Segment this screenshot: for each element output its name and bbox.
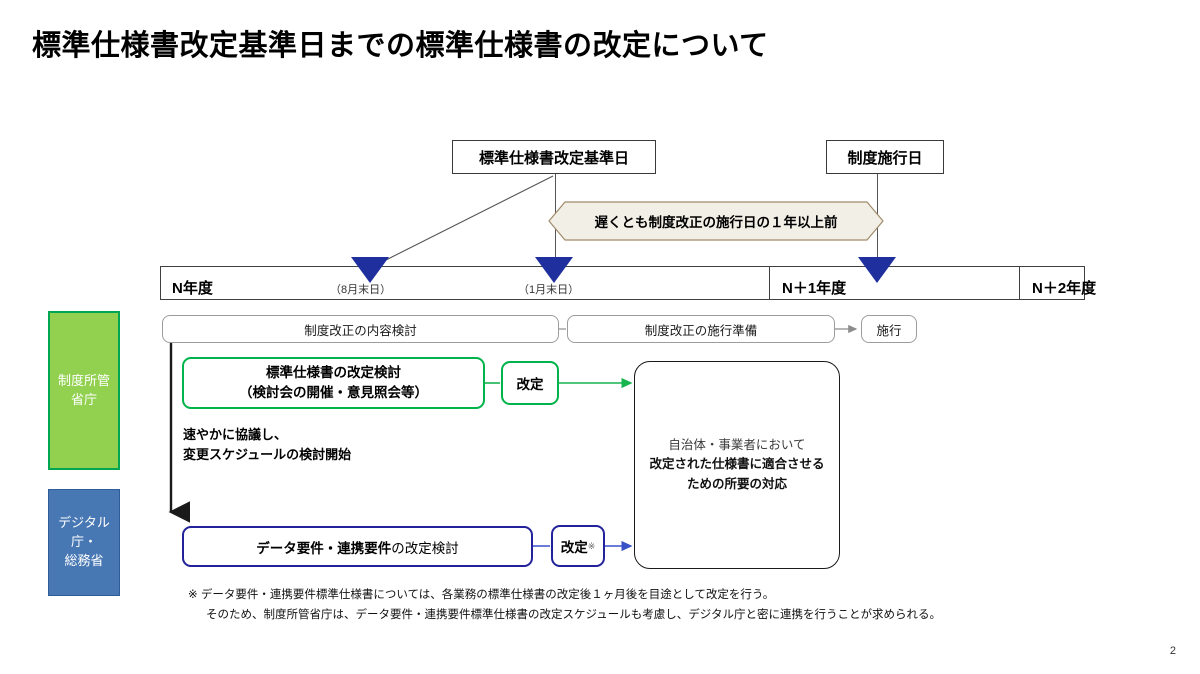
outcome-box-local-government-response: 自治体・事業者において 改定された仕様書に適合させる ための所要の対応 <box>634 361 840 569</box>
outcome-line1: 自治体・事業者において <box>668 437 806 452</box>
banner-hexagon: 遅くとも制度改正の施行日の１年以上前 <box>548 201 884 241</box>
timeline-date-aug: （8月末日） <box>330 284 392 296</box>
green-box-spec-revision-review: 標準仕様書の改定検討 （検討会の開催・意見照会等） <box>182 357 485 409</box>
note-prompt-line2: 変更スケジュールの検討開始 <box>183 447 352 463</box>
role-chip-seido-shokan: 制度所管 省庁 <box>48 311 120 470</box>
blue-box-label-bold: データ要件・連携要件 <box>256 540 392 556</box>
page-number: 2 <box>1169 645 1176 657</box>
timeline-date-jan: （1月末日） <box>518 284 580 296</box>
role-chip-digital-soumu-line2: 総務省 <box>64 552 104 568</box>
blue-box-revision-label: 改定 <box>560 540 588 555</box>
process-bar-enforcement: 施行 <box>861 315 917 343</box>
role-chip-seido-shokan-line1: 制度所管 <box>57 372 110 388</box>
callout-system-enforcement-date: 制度施行日 <box>826 140 944 174</box>
timeline-divider-2 <box>1019 267 1021 299</box>
callout-standard-spec-revision-date: 標準仕様書改定基準日 <box>452 140 656 174</box>
green-box-line2: （検討会の開催・意見照会等） <box>239 385 428 400</box>
marker-triangle-jan <box>535 257 573 283</box>
marker-triangle-aug <box>351 257 389 283</box>
timeline-label-n1: N＋1年度 <box>782 280 847 297</box>
page-title: 標準仕様書改定基準日までの標準仕様書の改定について <box>32 30 769 62</box>
timeline-label-n2: N＋2年度 <box>1032 280 1097 297</box>
timeline-divider-1 <box>769 267 771 299</box>
blue-box-label-rest: の改定検討 <box>391 540 459 556</box>
footnote: ※ データ要件・連携要件標準仕様書については、各業務の標準仕様書の改定後１ヶ月後… <box>188 585 941 625</box>
process-bar-content-review: 制度改正の内容検討 <box>162 315 559 343</box>
green-box-revision: 改定 <box>501 361 559 405</box>
process-bar-enforcement-prep: 制度改正の施行準備 <box>567 315 835 343</box>
banner-label: 遅くとも制度改正の施行日の１年以上前 <box>594 215 838 230</box>
role-chip-digital-soumu: デジタル庁・ 総務省 <box>48 489 120 596</box>
role-chip-seido-shokan-line2: 省庁 <box>70 391 97 407</box>
footnote-line2: そのため、制度所管省庁は、データ要件・連携要件標準仕様書の改定スケジュールも考慮… <box>206 609 941 622</box>
timeline-label-n: N年度 <box>172 280 213 297</box>
outcome-line3: ための所要の対応 <box>686 476 787 491</box>
note-prompt-consultation: 速やかに協議し、 変更スケジュールの検討開始 <box>183 425 351 465</box>
footnote-line1: ※ データ要件・連携要件標準仕様書については、各業務の標準仕様書の改定後１ヶ月後… <box>188 589 775 601</box>
blue-box-data-requirements-review: データ要件・連携要件の改定検討 <box>182 526 533 567</box>
outcome-line2: 改定された仕様書に適合させる <box>649 457 825 472</box>
note-prompt-line1: 速やかに協議し、 <box>183 427 288 442</box>
role-chip-digital-soumu-line1: デジタル庁・ <box>58 515 110 550</box>
green-box-line1: 標準仕様書の改定検討 <box>266 365 401 381</box>
blue-box-revision: 改定※ <box>551 525 605 567</box>
blue-box-revision-footnote-mark: ※ <box>587 540 596 551</box>
fiscal-year-timeline <box>160 266 1085 300</box>
marker-triangle-enforcement <box>858 257 896 283</box>
banner-hexagon-shape <box>548 201 884 241</box>
